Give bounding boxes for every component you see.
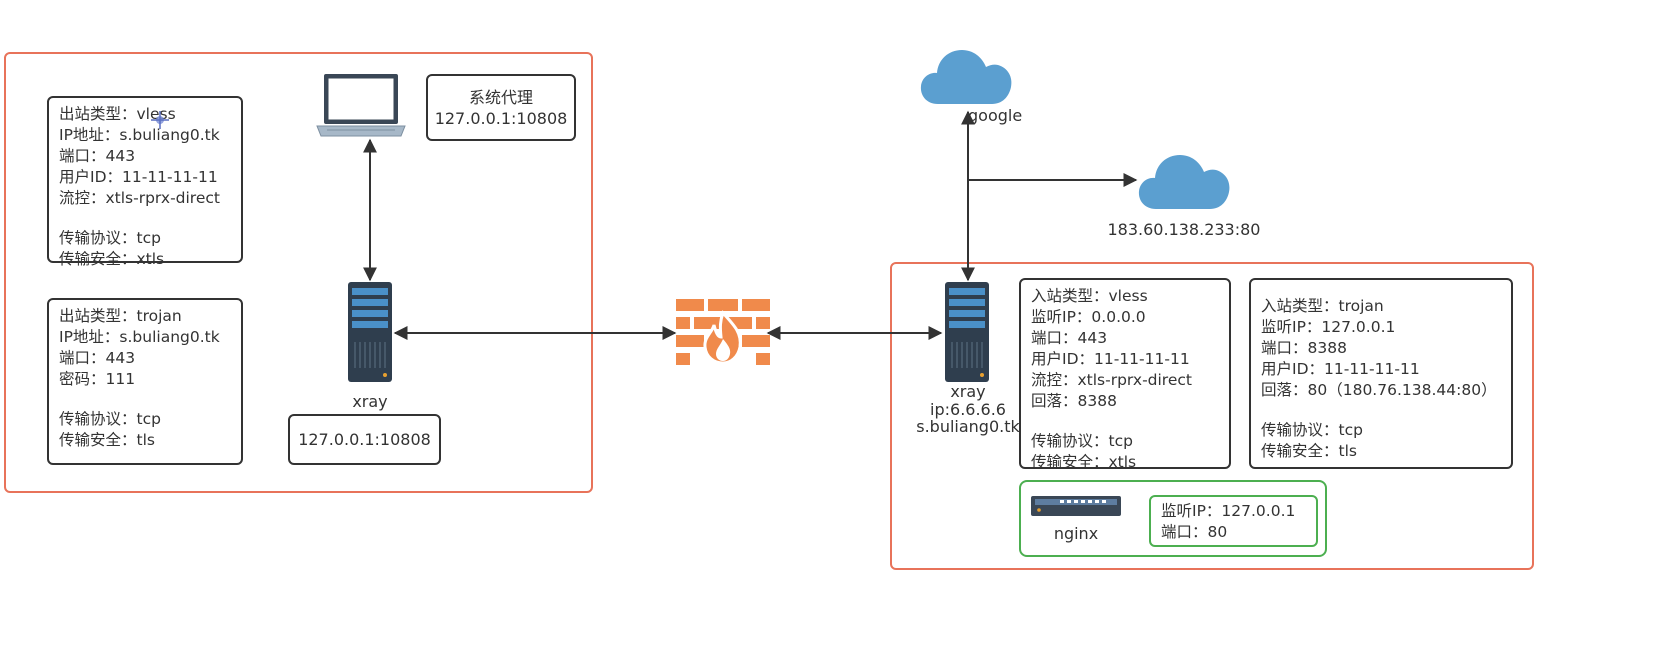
inbound-vless-line: 流控：xtls-rprx-direct — [1031, 371, 1192, 389]
local-listen-address: 127.0.0.1:10808 — [298, 430, 431, 449]
inbound-trojan-line: 回落：80（180.76.138.44:80） — [1261, 381, 1497, 399]
inbound-trojan-line: 用户ID：11-11-11-11 — [1261, 360, 1420, 378]
inbound-trojan-line: 入站类型：trojan — [1261, 297, 1384, 315]
inbound-trojan-line: 监听IP：127.0.0.1 — [1261, 318, 1396, 336]
inbound-vless-line: 端口：443 — [1031, 329, 1108, 347]
other-site-label: 183.60.138.233:80 — [1107, 220, 1261, 239]
system-proxy-box: 系统代理 127.0.0.1:10808 — [426, 74, 576, 141]
system-proxy-title: 系统代理 — [468, 87, 533, 107]
inbound-trojan-line: 端口：8388 — [1261, 339, 1347, 357]
inbound-vless-transport: 传输协议：tcp — [1031, 432, 1133, 450]
outbound-trojan-line: IP地址：s.buliang0.tk — [59, 328, 220, 346]
inbound-vless-line: 入站类型：vless — [1031, 287, 1148, 305]
inbound-trojan-card: 入站类型：trojan 监听IP：127.0.0.1 端口：8388 用户ID：… — [1249, 278, 1513, 469]
firewall-icon — [676, 299, 770, 365]
outbound-vless-transport: 传输安全：xtls — [59, 250, 165, 268]
inbound-vless-line: 回落：8388 — [1031, 392, 1117, 410]
local-listen-box: 127.0.0.1:10808 — [288, 414, 441, 465]
outbound-vless-line: 用户ID：11-11-11-11 — [59, 168, 218, 186]
inbound-vless-card: 入站类型：vless 监听IP：0.0.0.0 端口：443 用户ID：11-1… — [1019, 278, 1231, 471]
client-xray-label: xray — [352, 392, 388, 411]
network-switch-icon — [1030, 494, 1122, 520]
nginx-info-card: 监听IP：127.0.0.1 端口：80 — [1149, 495, 1318, 547]
laptop-icon — [313, 72, 409, 138]
server-icon — [944, 282, 990, 382]
system-proxy-address: 127.0.0.1:10808 — [434, 108, 568, 128]
nginx-label: nginx — [1053, 524, 1099, 543]
outbound-vless-line: 端口：443 — [59, 147, 136, 165]
inbound-vless-transport: 传输安全：xtls — [1031, 453, 1137, 471]
outbound-vless-line: 流控：xtls-rprx-direct — [59, 189, 220, 207]
google-label: google — [968, 106, 1023, 125]
inbound-vless-line: 用户ID：11-11-11-11 — [1031, 350, 1190, 368]
nginx-info-line: 端口：80 — [1161, 523, 1228, 541]
google-cloud-icon — [918, 40, 1014, 106]
outbound-vless-transport: 传输协议：tcp — [59, 229, 161, 247]
move-cursor-icon — [150, 110, 170, 130]
server-group-frame — [890, 262, 1534, 570]
inbound-vless-line: 监听IP：0.0.0.0 — [1031, 308, 1146, 326]
outbound-vless-line: 出站类型：vless — [59, 105, 176, 123]
outbound-trojan-transport: 传输安全：tls — [59, 431, 155, 449]
outbound-trojan-line: 出站类型：trojan — [59, 307, 182, 325]
server-icon — [347, 282, 393, 382]
inbound-trojan-transport: 传输协议：tcp — [1261, 421, 1363, 439]
server-domain-label: s.buliang0.tk — [916, 417, 1020, 436]
other-site-cloud-icon — [1136, 145, 1232, 211]
nginx-group-frame — [1019, 480, 1327, 557]
outbound-trojan-line: 密码：111 — [59, 370, 136, 388]
outbound-vless-line: IP地址：s.buliang0.tk — [59, 126, 220, 144]
outbound-trojan-transport: 传输协议：tcp — [59, 410, 161, 428]
outbound-trojan-card: 出站类型：trojan IP地址：s.buliang0.tk 端口：443 密码… — [47, 298, 243, 465]
outbound-trojan-line: 端口：443 — [59, 349, 136, 367]
server-xray-label: xray — [950, 382, 986, 401]
nginx-info-line: 监听IP：127.0.0.1 — [1161, 502, 1296, 520]
client-group-frame — [4, 52, 593, 493]
inbound-trojan-transport: 传输安全：tls — [1261, 442, 1357, 460]
server-ip-label: ip:6.6.6.6 — [930, 400, 1006, 419]
outbound-vless-card: 出站类型：vless IP地址：s.buliang0.tk 端口：443 用户I… — [47, 96, 243, 268]
